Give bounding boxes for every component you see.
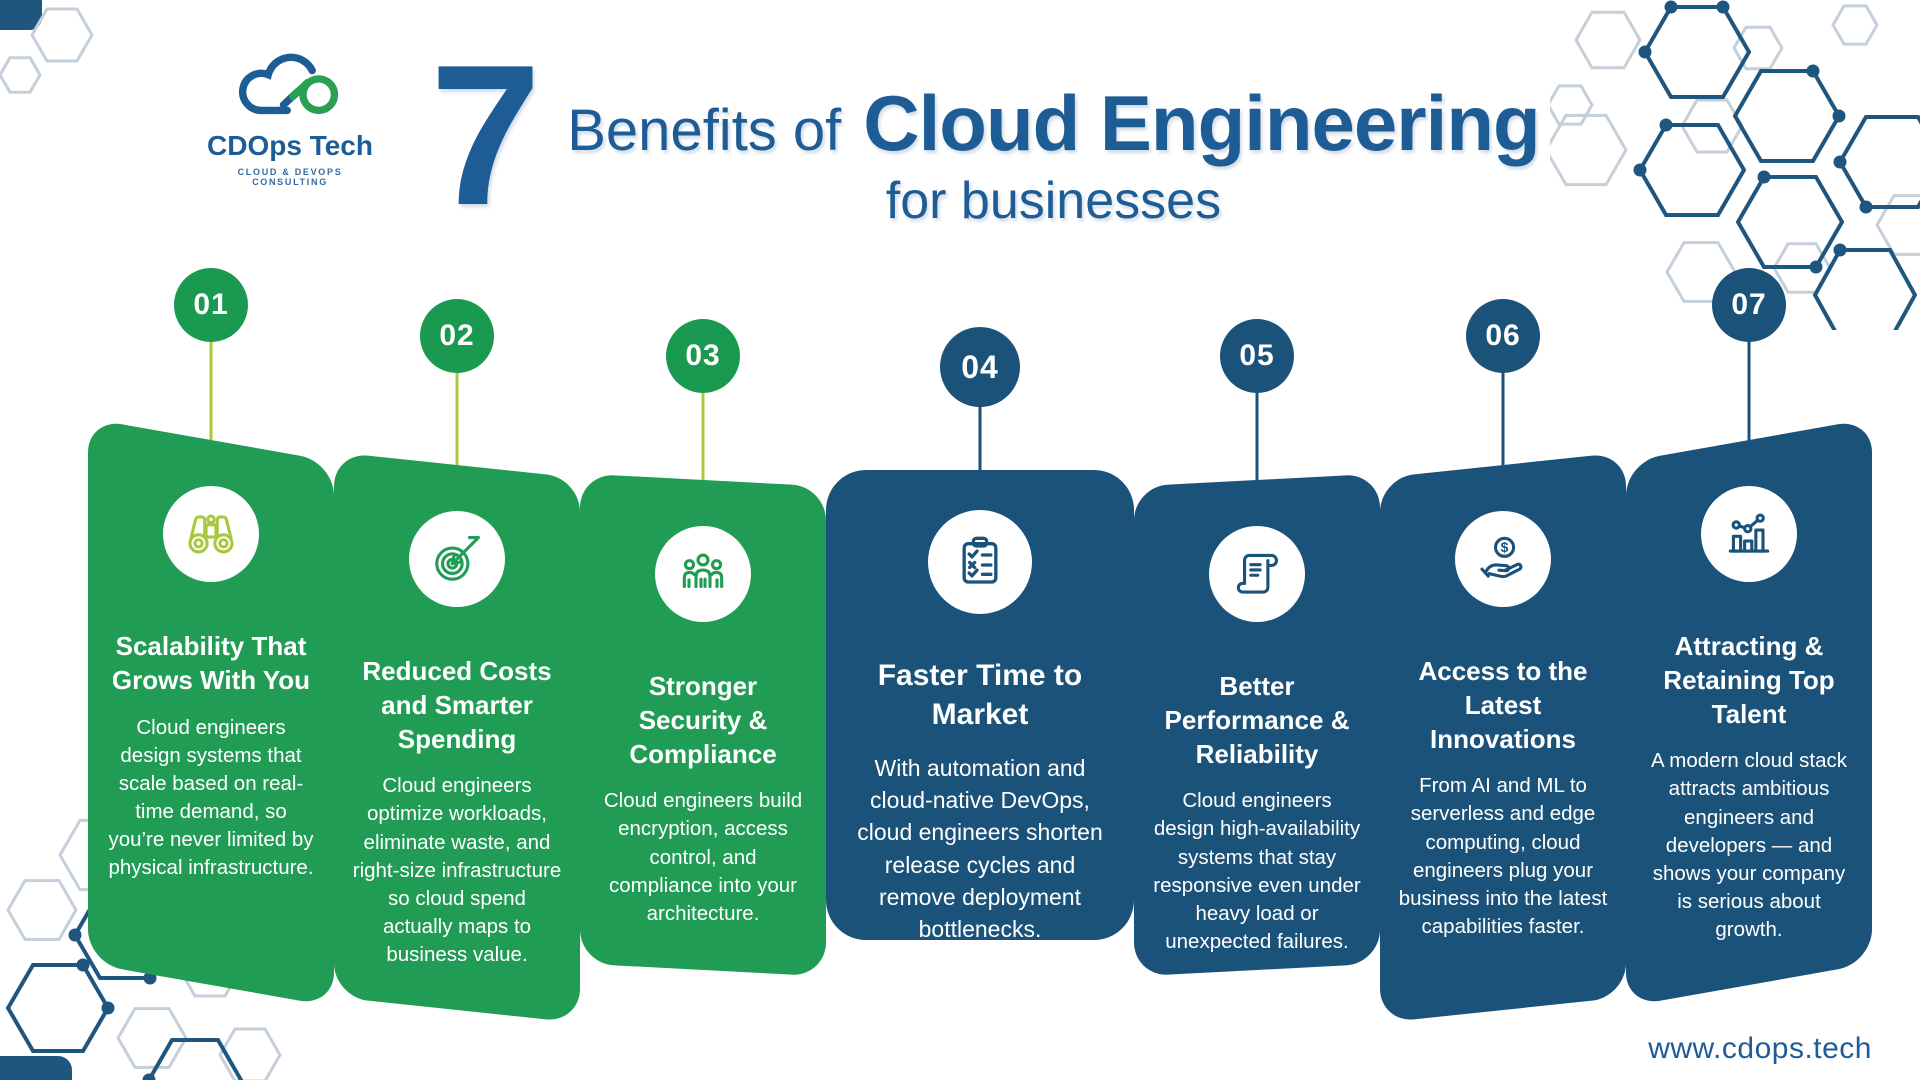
benefit-card: Faster Time to Market With automation an… [826, 470, 1134, 942]
connector-line [1501, 371, 1505, 496]
step-badge: 05 [1220, 319, 1294, 393]
card-icon-circle [1209, 526, 1305, 622]
step-badge: 07 [1712, 268, 1786, 342]
cloud-link-icon [239, 53, 339, 115]
title-subtitle: for businesses [885, 172, 1222, 230]
card-icon-circle [1701, 486, 1797, 582]
card-body: With automation and cloud-native DevOps,… [857, 755, 1103, 942]
benefit-group-7: 07 Attracting & Retaining Top T [1626, 0, 1872, 1080]
website-url: www.cdops.tech [1648, 1032, 1872, 1065]
connector-line [209, 340, 213, 470]
benefit-card: Scalability That Grows With You Cloud en… [88, 418, 334, 1007]
growth-chart-icon [1728, 513, 1770, 553]
binoculars-icon [188, 514, 234, 554]
benefit-group-1: 01 Scalability That Grows With You Cloud… [88, 0, 334, 1080]
page-title: 7 Benefits of Cloud Engineering for busi… [430, 24, 1541, 247]
brand-name: CDOps Tech [207, 130, 373, 161]
benefit-group-4: 04 Faster Time to Market With automation… [826, 0, 1134, 1080]
card-body: Cloud engineers design high-availability… [1153, 789, 1361, 953]
benefit-card: Stronger Security & Compliance Cloud eng… [580, 473, 826, 977]
benefit-card: Better Performance & Reliability Cloud e… [1134, 473, 1380, 977]
hand-dollar-icon: $ [1480, 536, 1523, 579]
step-badge: 03 [666, 319, 740, 393]
card-body: Cloud engineers optimize workloads, elim… [352, 774, 562, 966]
card-icon-circle [409, 511, 505, 607]
card-body: Cloud engineers design systems that scal… [108, 715, 314, 879]
card-title: Stronger Security & Compliance [629, 671, 777, 769]
card-icon-circle [655, 526, 751, 622]
step-badge: 02 [420, 299, 494, 373]
svg-text:$: $ [1501, 539, 1509, 555]
benefit-group-2: 02 Reduced Costs and Smarter Spending Cl… [334, 0, 580, 1080]
connector-line [701, 391, 705, 511]
scroll-document-icon [1236, 553, 1278, 594]
card-title: Reduced Costs and Smarter Spending [362, 656, 552, 754]
card-title: Faster Time to Market [877, 659, 1083, 731]
people-group-icon [682, 553, 724, 588]
benefit-group-3: 03 Stronger Securi [580, 0, 826, 1080]
card-body: Cloud engineers build encryption, access… [603, 789, 803, 925]
brand-logo: CDOps Tech CLOUD & DEVOPS CONSULTING [200, 40, 380, 187]
connector-line [1255, 391, 1259, 511]
card-icon-circle: $ [1455, 511, 1551, 607]
card-title: Scalability That Grows With You [111, 631, 311, 695]
step-badge: 06 [1466, 299, 1540, 373]
connector-line [455, 371, 459, 496]
step-badge: 04 [940, 327, 1020, 407]
benefit-card: Attracting & Retaining Top Talent A mode… [1626, 418, 1872, 1007]
benefit-card: $ Access to the Latest Innovations From … [1380, 452, 1626, 1023]
benefit-group-5: 05 Better Performance & Reliability Clou… [1134, 0, 1380, 1080]
title-highlight: Cloud Engineering [863, 79, 1540, 167]
card-icon-circle [928, 510, 1032, 614]
title-prefix: Benefits of [567, 98, 842, 163]
title-number: 7 [430, 24, 542, 247]
brand-tagline: CLOUD & DEVOPS CONSULTING [237, 167, 343, 187]
step-badge: 01 [174, 268, 248, 342]
benefit-group-6: 06 $ Access to the Latest Innovations Fr… [1380, 0, 1626, 1080]
connector-line [1747, 340, 1751, 470]
target-arrow-icon [435, 535, 481, 581]
card-icon-circle [163, 486, 259, 582]
card-title: Access to the Latest Innovations [1418, 656, 1588, 754]
benefit-card: Reduced Costs and Smarter Spending Cloud… [334, 452, 580, 1023]
card-body: From AI and ML to serverless and edge co… [1398, 774, 1608, 938]
checklist-clipboard-icon [962, 536, 998, 584]
card-title: Attracting & Retaining Top Talent [1663, 631, 1835, 729]
card-title: Better Performance & Reliability [1164, 671, 1350, 769]
connector-line [978, 405, 982, 505]
card-body: A modern cloud stack attracts ambitious … [1651, 749, 1847, 941]
